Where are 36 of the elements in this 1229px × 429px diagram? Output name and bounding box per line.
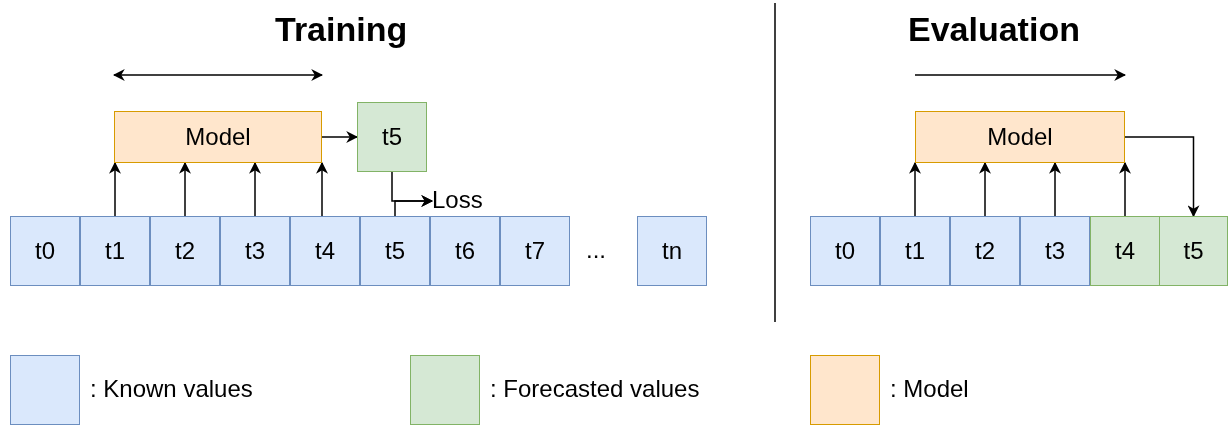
forecast-cell: t5 (1159, 216, 1228, 286)
arrow (109, 161, 121, 217)
forecast-cell: t4 (1090, 216, 1160, 286)
time-step-cell: t4 (290, 216, 360, 286)
time-step-cell: t1 (80, 216, 150, 286)
section-title: Evaluation (908, 10, 1080, 49)
model-box: Model (915, 111, 1125, 163)
time-step-cell: t3 (220, 216, 290, 286)
time-step-cell: t0 (10, 216, 80, 286)
arrow (1049, 161, 1061, 217)
section-title: Training (275, 10, 408, 49)
legend-text: : Forecasted values (490, 375, 700, 403)
time-step-cell: t2 (150, 216, 220, 286)
time-step-cell: t6 (430, 216, 500, 286)
time-step-cell: t1 (880, 216, 950, 286)
arrow (1124, 136, 1200, 218)
model-box: Model (114, 111, 322, 163)
forecast-cell: t5 (357, 102, 427, 172)
time-step-cell: t2 (950, 216, 1020, 286)
legend-text: : Model (890, 375, 969, 403)
arrow (316, 161, 328, 217)
arrow (249, 161, 261, 217)
legend-text: : Known values (90, 375, 253, 403)
arrow (394, 195, 434, 217)
loss-text: Loss (432, 184, 508, 216)
arrow (909, 161, 921, 217)
time-step-cell: t3 (1020, 216, 1090, 286)
arrow (1119, 161, 1131, 217)
time-step-cell: t5 (360, 216, 430, 286)
arrow (979, 161, 991, 217)
time-step-cell: t0 (810, 216, 880, 286)
time-step-cell: t7 (500, 216, 570, 286)
arrow (321, 131, 359, 143)
time-step-cell: tn (637, 216, 707, 286)
arrow (179, 161, 191, 217)
ellipsis-text: ... (586, 236, 606, 264)
